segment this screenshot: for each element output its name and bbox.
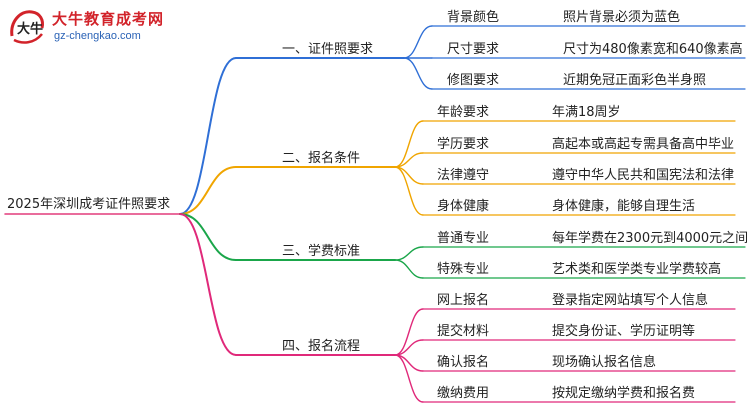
branch-1-item-1-value: 照片背景必须为蓝色 <box>563 10 681 25</box>
branch-4-title: 四、报名流程 <box>282 339 361 354</box>
logo-badge-icon: 大牛 <box>10 10 44 44</box>
branch-1-item-3-curve <box>403 57 433 90</box>
branch-2-item-2-value: 高起本或高起专需具备高中毕业 <box>552 137 735 152</box>
site-logo[interactable]: 大牛 大牛教育成考网 gz-chengkao.com <box>2 2 177 52</box>
branch-4-item-3-value: 现场确认报名信息 <box>552 355 657 370</box>
branch-3-curve <box>179 213 237 261</box>
branch-4-item-2-value: 提交身份证、学历证明等 <box>552 324 696 339</box>
branch-2-item-2-label: 学历要求 <box>437 137 490 152</box>
branch-1-item-3-label: 修图要求 <box>447 73 500 88</box>
branch-1-item-1-curve <box>403 25 433 59</box>
branch-4-curve <box>179 213 237 356</box>
branch-4-item-1-curve <box>394 308 424 356</box>
branch-1-title: 一、证件照要求 <box>282 42 374 57</box>
branch-2-item-1-label: 年龄要求 <box>437 105 490 120</box>
branch-4-item-3-label: 确认报名 <box>437 355 490 370</box>
branch-3-item-2-curve <box>394 259 424 279</box>
branch-4-item-1-value: 登录指定网站填写个人信息 <box>552 293 709 308</box>
branch-2-item-4-value: 身体健康，能够自理生活 <box>552 199 696 214</box>
branch-3-item-1-label: 普通专业 <box>437 231 490 246</box>
branch-1-item-3-value: 近期免冠正面彩色半身照 <box>563 73 707 88</box>
branch-2-item-1-curve <box>394 120 424 168</box>
branch-1-item-1-label: 背景颜色 <box>447 10 500 25</box>
logo-url: gz-chengkao.com <box>54 30 141 42</box>
branch-2-item-4-curve <box>394 166 424 216</box>
branch-4-item-2-label: 提交材料 <box>437 324 490 339</box>
svg-text:大牛: 大牛 <box>17 21 43 37</box>
branch-2-item-3-value: 遵守中华人民共和国宪法和法律 <box>552 168 735 183</box>
branch-3-item-1-curve <box>394 246 424 261</box>
branch-3-item-2-label: 特殊专业 <box>437 262 490 277</box>
branch-2-item-2-curve <box>394 152 424 168</box>
root-node: 2025年深圳成考证件照要求 <box>7 197 171 212</box>
branch-2-title: 二、报名条件 <box>282 151 361 166</box>
branch-2-item-4-label: 身体健康 <box>437 199 490 214</box>
branch-2-item-3-label: 法律遵守 <box>437 168 490 183</box>
branch-3-title: 三、学费标准 <box>282 244 361 259</box>
branch-4-item-1-label: 网上报名 <box>437 293 490 308</box>
logo-title: 大牛教育成考网 <box>52 10 165 28</box>
branch-2-curve <box>179 166 237 215</box>
branch-4-item-4-curve <box>394 354 424 403</box>
branch-3-item-1-value: 每年学费在2300元到4000元之间 <box>552 231 749 246</box>
branch-2-item-1-value: 年满18周岁 <box>552 105 621 120</box>
branch-4-item-4-value: 按规定缴纳学费和报名费 <box>552 386 696 401</box>
branch-1-item-2-label: 尺寸要求 <box>447 42 500 57</box>
branch-3-item-2-value: 艺术类和医学类专业学费较高 <box>552 262 722 277</box>
branch-4-item-2-curve <box>394 339 424 356</box>
branch-1-curve <box>179 57 237 215</box>
branch-1-item-2-value: 尺寸为480像素宽和640像素高 <box>563 42 743 57</box>
branch-4-item-4-label: 缴纳费用 <box>437 386 490 401</box>
